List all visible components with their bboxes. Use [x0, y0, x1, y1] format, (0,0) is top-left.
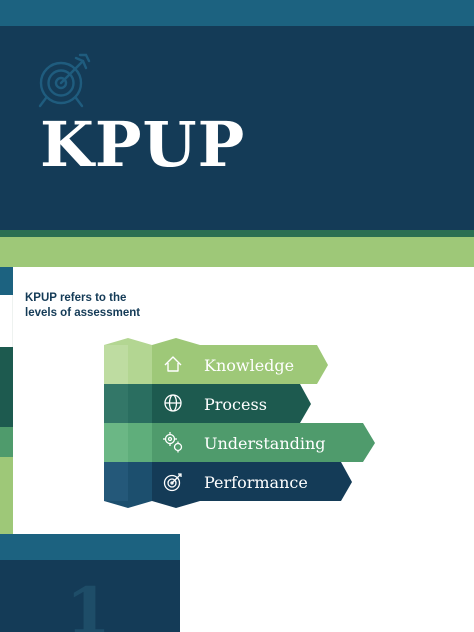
edge-strip	[0, 457, 13, 534]
gears-icon	[163, 432, 183, 453]
divider-band-light	[0, 237, 474, 267]
home-icon	[164, 356, 182, 372]
header-band	[0, 0, 474, 26]
edge-strip	[0, 295, 13, 347]
next-slide-header-band	[0, 534, 180, 560]
globe-icon	[164, 394, 182, 412]
level-performance: Performance	[104, 462, 352, 508]
next-slide: 1	[0, 560, 180, 632]
level-label: Process	[204, 395, 267, 414]
target-arrow-icon	[38, 53, 91, 108]
slide-number: 1	[66, 574, 111, 632]
edge-strip	[0, 347, 13, 427]
slide-title: KPUP	[40, 108, 246, 181]
level-understanding: Understanding	[104, 423, 375, 462]
kpup-levels-graphic: Knowledge Process	[104, 338, 375, 508]
level-label: Performance	[204, 473, 308, 492]
edge-strip	[0, 427, 13, 457]
level-label: Knowledge	[204, 356, 294, 375]
divider-band-dark	[0, 230, 474, 237]
content-slide: KPUP refers to the levels of assessment …	[0, 267, 474, 534]
title-slide: KPUP	[0, 26, 474, 230]
edge-strip	[0, 267, 13, 295]
intro-text: KPUP refers to the levels of assessment	[25, 292, 141, 319]
target-arrow-icon	[163, 473, 182, 492]
level-label: Understanding	[204, 434, 326, 453]
level-knowledge: Knowledge	[104, 338, 328, 384]
level-process: Process	[104, 384, 311, 423]
